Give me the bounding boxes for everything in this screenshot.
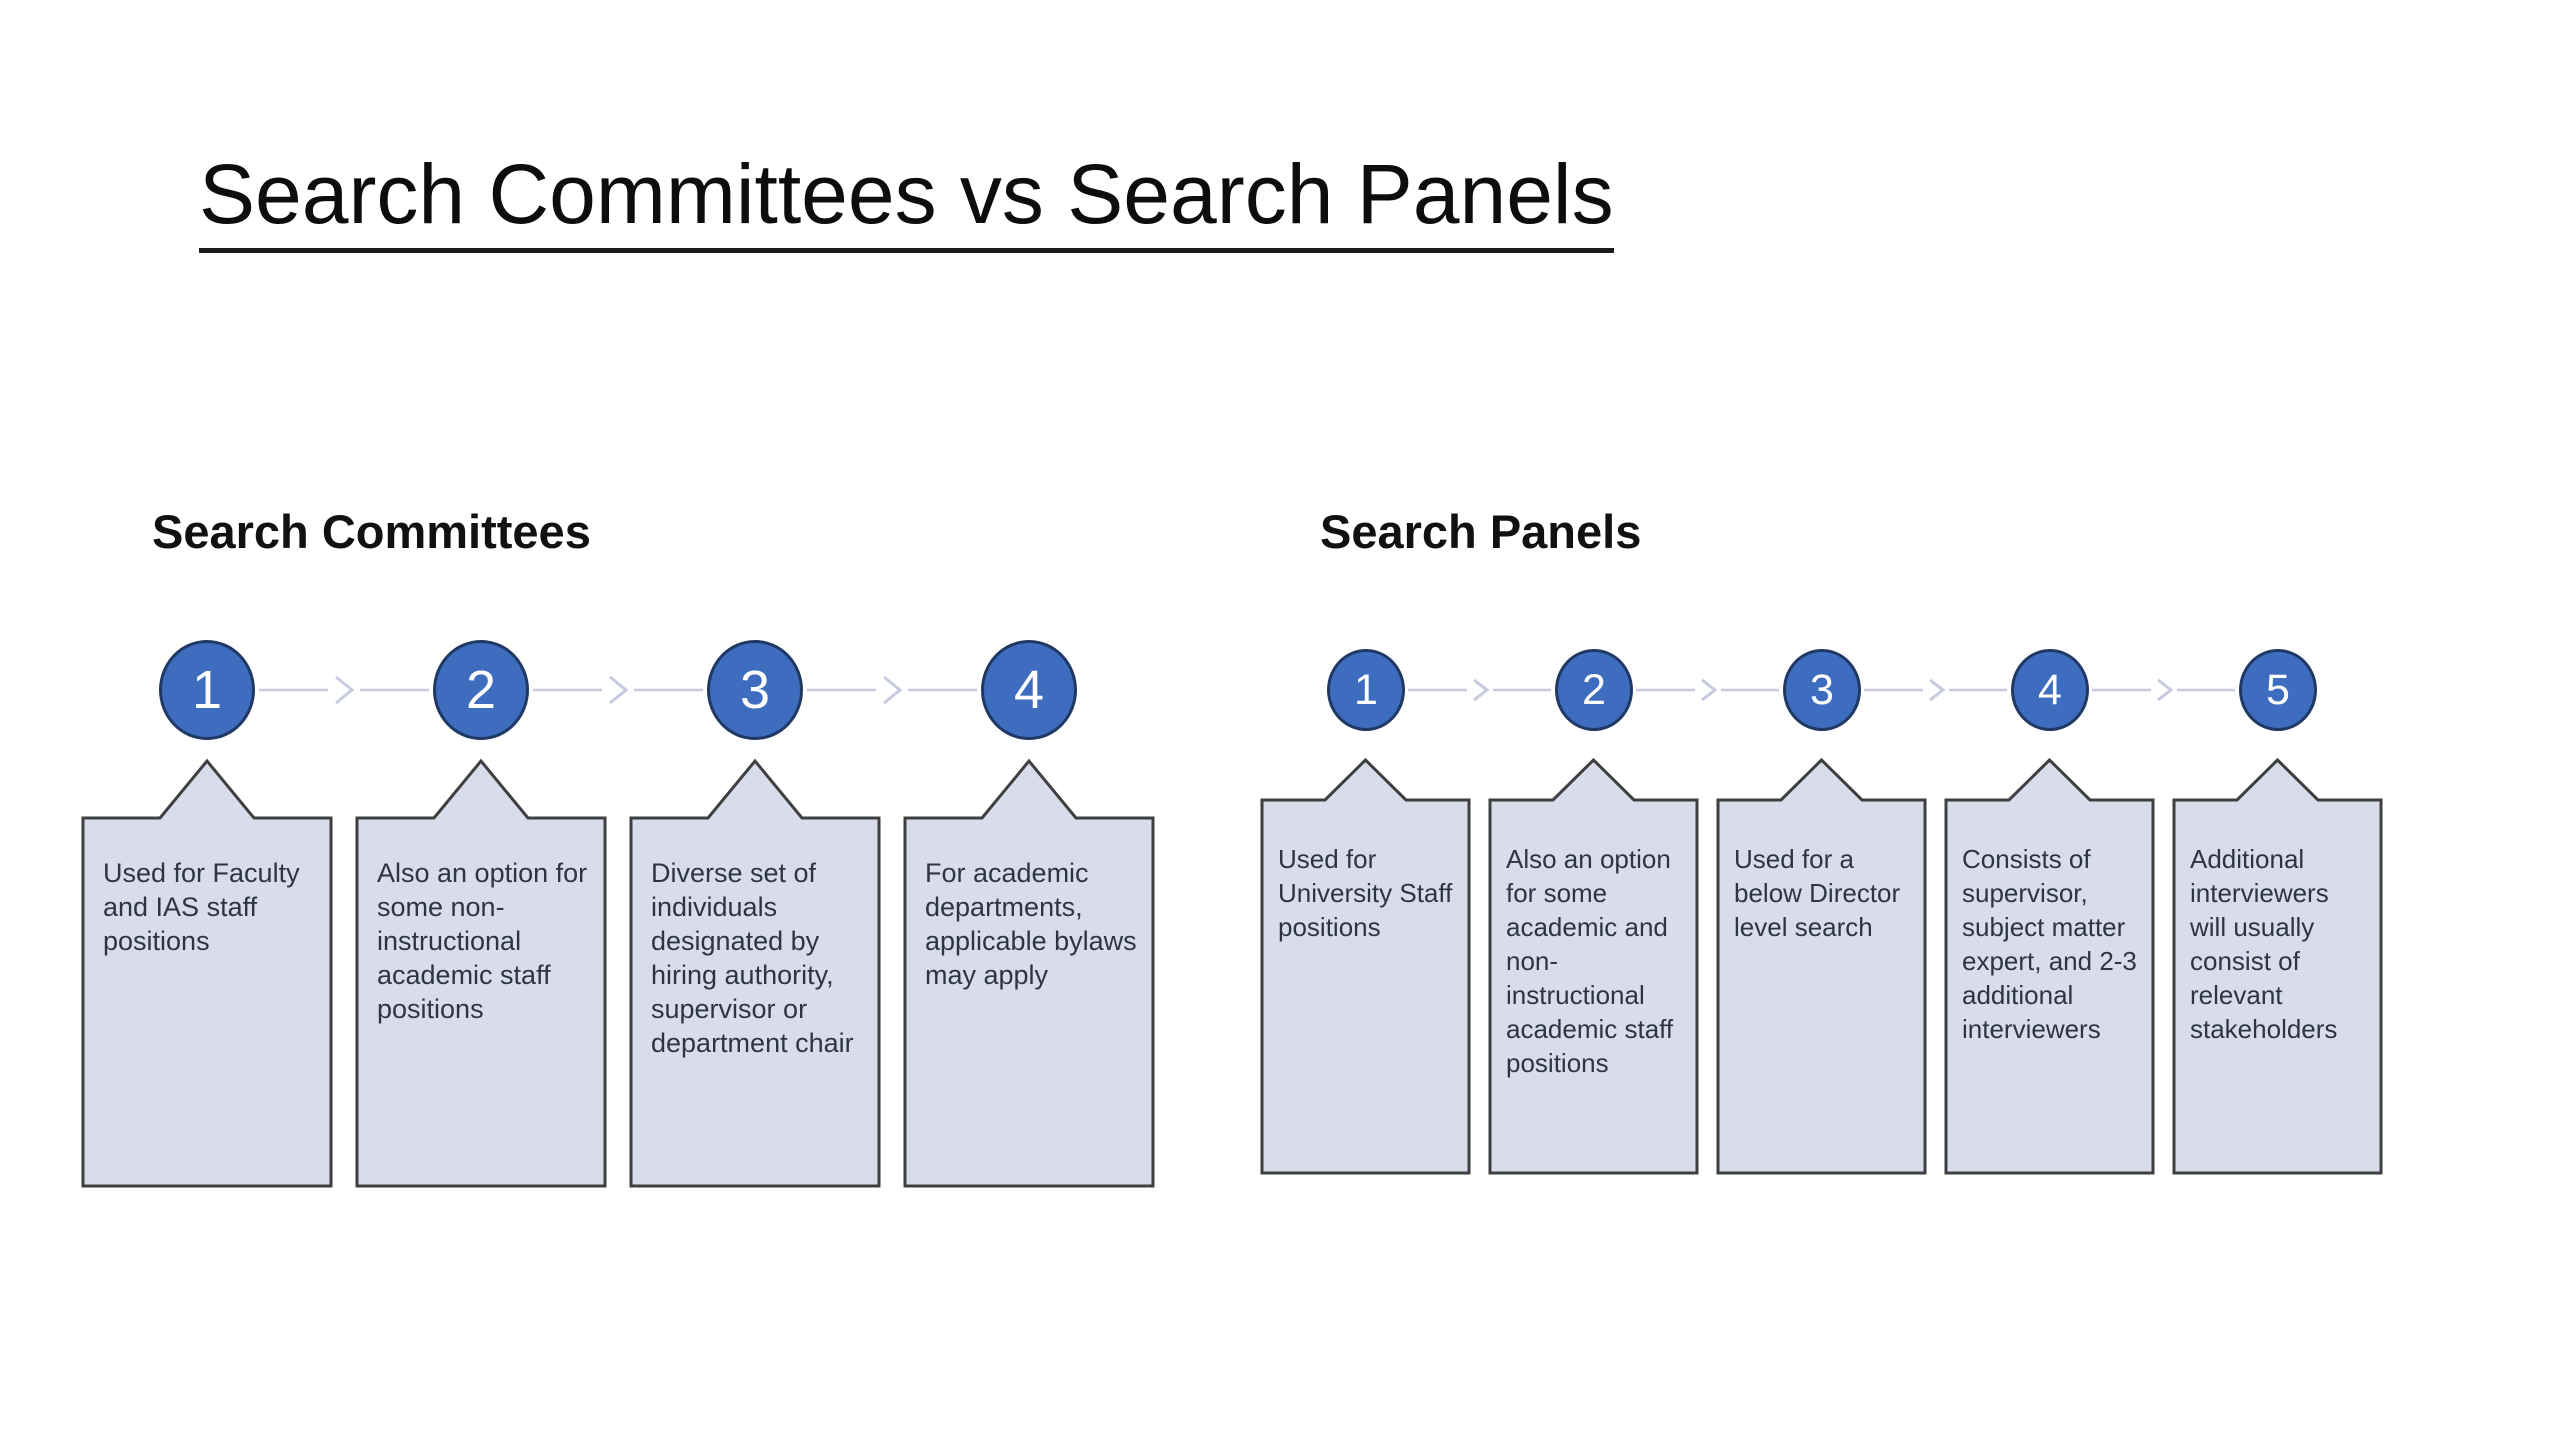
- step-circle-4: 4: [981, 640, 1077, 740]
- step-description: For academic departments, applicable byl…: [925, 858, 1137, 990]
- step-description: Consists of supervisor, subject matter e…: [1962, 844, 2137, 1044]
- step-number: 2: [1582, 665, 1606, 714]
- step-circle-4: 4: [2011, 649, 2089, 731]
- step-callout: Also an option for some non-instructiona…: [355, 758, 607, 1188]
- callout-shape: [1260, 757, 1471, 1175]
- step-description: Used for University Staff positions: [1278, 844, 1453, 942]
- chevron-right-icon: [1864, 678, 2007, 702]
- step-callout: Also an option for some academic and non…: [1488, 757, 1699, 1175]
- chevron-right-icon: [1408, 678, 1551, 702]
- callout-shape: [81, 758, 333, 1188]
- step-number: 1: [191, 660, 223, 720]
- step-callout: Used for a below Director level search: [1716, 757, 1927, 1175]
- step-number: 4: [2038, 665, 2062, 714]
- step-circle-1: 1: [159, 640, 255, 740]
- callout-shape: [903, 758, 1155, 1188]
- step-description: Used for Faculty and IAS staff positions: [103, 858, 300, 956]
- step-callout: Additional interviewers will usually con…: [2172, 757, 2383, 1175]
- section-heading-search-panels: Search Panels: [1320, 505, 1642, 558]
- step-description: Diverse set of individuals designated by…: [651, 858, 854, 1058]
- chevron-right-icon: [533, 675, 703, 705]
- step-circle-3: 3: [1783, 649, 1861, 731]
- chevron-right-icon: [259, 675, 429, 705]
- step-circle-2: 2: [433, 640, 529, 740]
- step-number: 3: [1810, 665, 1834, 714]
- step-number: 5: [2266, 665, 2290, 714]
- step-circle-5: 5: [2239, 649, 2317, 731]
- step-description: Additional interviewers will usually con…: [2190, 844, 2338, 1044]
- step-description: Also an option for some academic and non…: [1506, 844, 1674, 1078]
- step-description: Used for a below Director level search: [1734, 844, 1901, 942]
- callout-shape: [355, 758, 607, 1188]
- slide-title: Search Committees vs Search Panels: [199, 148, 1614, 254]
- step-circle-3: 3: [707, 640, 803, 740]
- step-number: 3: [739, 660, 771, 720]
- callout-shape: [1488, 757, 1699, 1175]
- callout-shape: [2172, 757, 2383, 1175]
- step-callout: For academic departments, applicable byl…: [903, 758, 1155, 1188]
- step-callout: Diverse set of individuals designated by…: [629, 758, 881, 1188]
- chevron-right-icon: [1636, 678, 1779, 702]
- step-number: 1: [1354, 665, 1378, 714]
- chevron-right-icon: [807, 675, 977, 705]
- chevron-right-icon: [2092, 678, 2235, 702]
- callout-shape: [629, 758, 881, 1188]
- step-description: Also an option for some non-instructiona…: [377, 858, 588, 1024]
- step-number: 2: [465, 660, 497, 720]
- step-callout: Used for University Staff positions: [1260, 757, 1471, 1175]
- step-number: 4: [1013, 660, 1045, 720]
- step-circle-1: 1: [1327, 649, 1405, 731]
- step-callout: Consists of supervisor, subject matter e…: [1944, 757, 2155, 1175]
- callout-shape: [1716, 757, 1927, 1175]
- callout-shape: [1944, 757, 2155, 1175]
- step-circle-2: 2: [1555, 649, 1633, 731]
- section-heading-search-committees: Search Committees: [152, 505, 591, 558]
- step-callout: Used for Faculty and IAS staff positions: [81, 758, 333, 1188]
